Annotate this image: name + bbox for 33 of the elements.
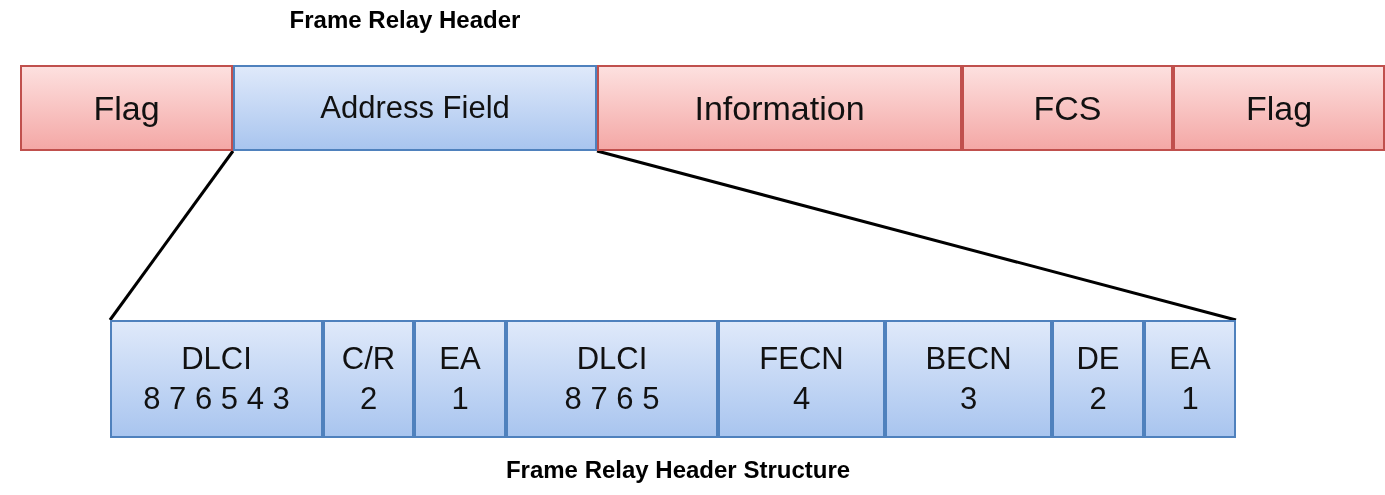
header-field [1052,320,1144,438]
bit-numbers: 2 [1089,380,1107,418]
field-name: FECN [759,340,844,378]
bit-numbers: 8 7 6 5 4 3 [143,380,290,418]
bit-numbers: 2 [359,380,378,418]
field-name: EA [439,340,481,378]
bit-numbers: 4 [792,380,811,418]
frame-field: Flag [20,65,233,151]
header-field [1144,320,1236,438]
field-name: DLCI [181,340,252,378]
frame-field: Flag [1173,65,1385,151]
bit-numbers: 8 7 6 5 [564,380,660,418]
diagram-title: Frame Relay Header [289,6,521,34]
field-name: BECN [925,340,1012,378]
field-name: DE [1076,340,1120,378]
header-field [110,320,323,438]
bit-numbers: 1 [451,380,469,418]
frame-field: Address Field [233,65,597,151]
header-field [718,320,885,438]
field-name: EA [1169,340,1211,378]
bit-numbers: 3 [959,380,978,418]
bit-numbers: 1 [1181,380,1199,418]
header-field [506,320,718,438]
header-field [323,320,414,438]
diagram-caption: Frame Relay Header Structure [505,456,851,484]
leader-line [596,149,1237,322]
field-name: DLCI [576,340,648,378]
frame-field: Information [597,65,962,151]
frame-field: FCS [962,65,1173,151]
field-name: C/R [341,340,396,378]
header-field [414,320,506,438]
leader-line [108,150,235,321]
header-field [885,320,1052,438]
